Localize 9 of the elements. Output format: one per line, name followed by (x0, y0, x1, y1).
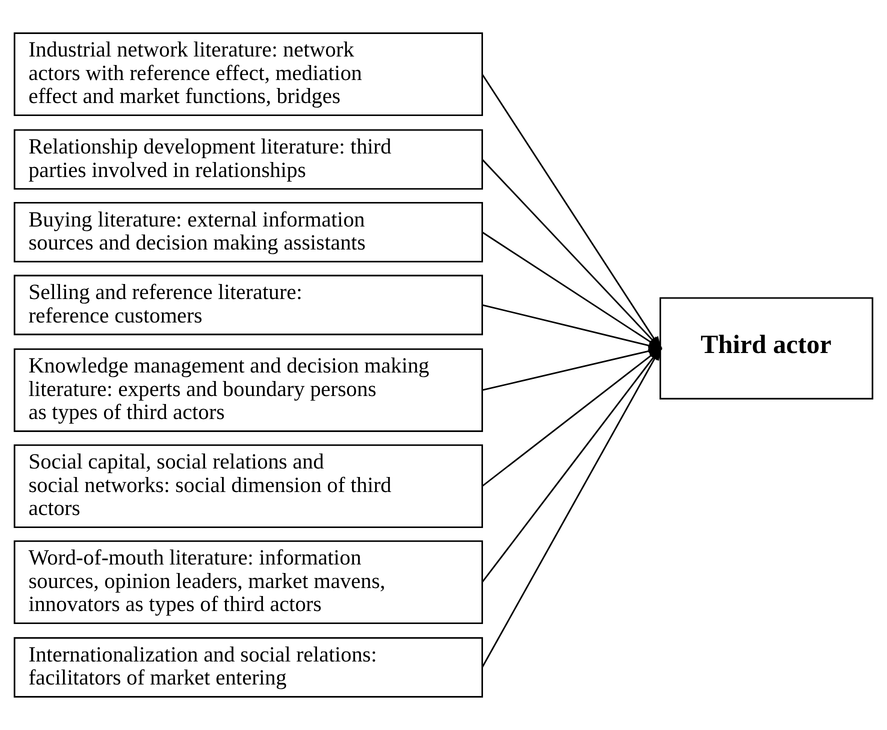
node-box: Selling and reference literature: reference customers (14, 274, 483, 336)
node-box: Third actor (660, 297, 874, 400)
node-box: Knowledge management and decision making literature: experts and boundary persons as types of third actors (14, 348, 483, 432)
node-box: Industrial network literature: network actors with reference effect, mediation effect and market functions, bridges (14, 32, 483, 116)
node-box: Word-of-mouth literature: information sources, opinion leaders, market mavens, innovators as types of third actors (14, 540, 483, 624)
node-box: Social capital, social relations and social networks: social dimension of third actors (14, 444, 483, 528)
node-box: Relationship development literature: third parties involved in relationships (14, 129, 483, 190)
node-box: Buying literature: external information sources and decision making assistants (14, 202, 483, 262)
node-box: Internationalization and social relations: facilitators of market entering (14, 637, 483, 698)
